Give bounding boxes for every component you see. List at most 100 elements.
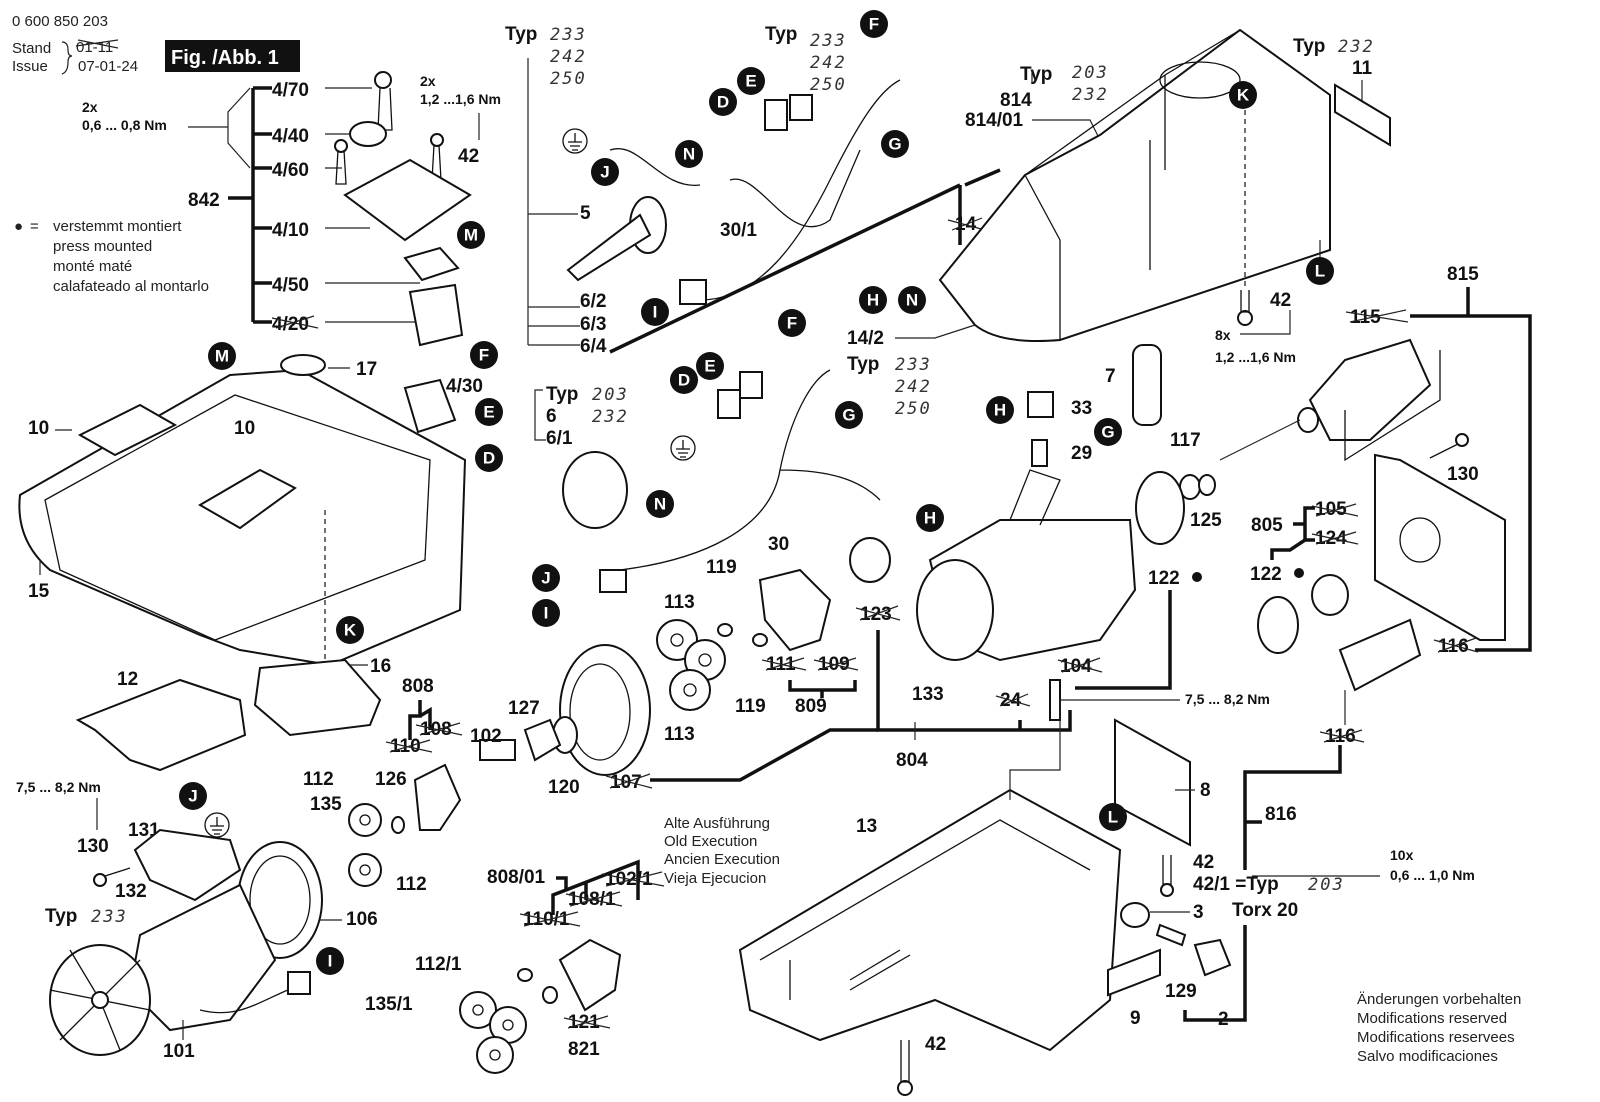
callout-M xyxy=(457,221,485,249)
callout-D xyxy=(475,444,503,472)
svg-text:5: 5 xyxy=(580,203,591,224)
svg-text:33: 33 xyxy=(1071,398,1092,419)
ring-126 xyxy=(391,816,405,834)
svg-text:=: = xyxy=(30,218,39,235)
callout-J xyxy=(532,564,560,592)
svg-text:K: K xyxy=(1237,86,1250,105)
svg-text:6/1: 6/1 xyxy=(546,428,573,449)
washer xyxy=(517,968,533,982)
svg-text:11: 11 xyxy=(1352,58,1373,79)
callout-F xyxy=(860,10,888,38)
label-10 xyxy=(198,468,297,530)
svg-text:120: 120 xyxy=(548,777,580,798)
modifications-line: Änderungen vorbehalten xyxy=(1357,991,1521,1008)
callout-G xyxy=(835,401,863,429)
callout-D xyxy=(670,366,698,394)
callout-F xyxy=(470,341,498,369)
svg-text:203: 203 xyxy=(1072,63,1109,83)
svg-text:G: G xyxy=(842,406,855,425)
pinion-102 xyxy=(479,739,516,761)
label-10 xyxy=(77,403,178,457)
old-execution-line: Alte Ausführung xyxy=(664,815,770,832)
svg-text:203: 203 xyxy=(592,385,629,405)
connector-I xyxy=(599,569,627,593)
screw-4-70 xyxy=(374,71,393,131)
callout-I xyxy=(532,599,560,627)
label-11 xyxy=(1334,83,1391,147)
bearing-plate-122 xyxy=(1257,596,1299,654)
washer-119 xyxy=(752,633,768,647)
svg-text:112: 112 xyxy=(303,769,334,790)
svg-text:130: 130 xyxy=(77,836,109,857)
callout-E xyxy=(696,352,724,380)
part-label-struck: 115 xyxy=(1350,307,1381,328)
callout-E xyxy=(737,67,765,95)
svg-text:D: D xyxy=(717,93,729,112)
callout-H xyxy=(986,396,1014,424)
svg-text:14/2: 14/2 xyxy=(847,328,884,349)
connector-I xyxy=(679,279,707,305)
callout-I xyxy=(316,947,344,975)
label-8 xyxy=(1114,718,1191,847)
callout-J xyxy=(179,782,207,810)
strain-relief-5 xyxy=(566,196,667,282)
svg-text:129: 129 xyxy=(1165,981,1197,1002)
legend-line: monté maté xyxy=(53,258,132,275)
svg-text:815: 815 xyxy=(1447,264,1479,285)
torque-qty: 8x xyxy=(1215,327,1231,343)
svg-text:242: 242 xyxy=(810,53,847,73)
callout-K xyxy=(336,616,364,644)
svg-text:6/2: 6/2 xyxy=(580,291,606,312)
torque-spec: 0,6 ... 0,8 Nm xyxy=(82,117,167,133)
svg-text:Typ: Typ xyxy=(1293,36,1325,57)
torque-spec: 1,2 ...1,6 Nm xyxy=(420,91,501,107)
capacitor-7 xyxy=(1132,344,1162,426)
svg-text:M: M xyxy=(464,226,478,245)
gear-112 xyxy=(348,853,382,887)
screw-42 xyxy=(1237,290,1253,326)
svg-text:F: F xyxy=(869,15,879,34)
screw-130 xyxy=(1429,433,1469,459)
issue-label: Issue xyxy=(12,58,48,75)
svg-text:9: 9 xyxy=(1130,1008,1141,1029)
callout-H xyxy=(916,504,944,532)
legend-line: calafateado al montarlo xyxy=(53,278,209,295)
strain-relief-6 xyxy=(562,451,628,529)
motor-housing-14 xyxy=(938,28,1331,342)
bearing-124 xyxy=(1311,574,1349,616)
gear-112-1 xyxy=(459,991,527,1074)
svg-text:J: J xyxy=(188,787,197,806)
earth-symbol-icon xyxy=(204,812,230,838)
svg-text:12: 12 xyxy=(117,669,138,690)
svg-text:804: 804 xyxy=(896,750,928,771)
svg-text:G: G xyxy=(1101,423,1114,442)
torque-qty: 2x xyxy=(420,73,436,89)
torque-spec: 7,5 ... 8,2 Nm xyxy=(16,779,101,795)
part-label: 4/40 xyxy=(272,126,309,147)
svg-text:112: 112 xyxy=(396,874,427,895)
svg-text:Typ: Typ xyxy=(765,24,797,45)
callout-G xyxy=(1094,418,1122,446)
svg-text:3: 3 xyxy=(1193,902,1204,923)
svg-text:135/1: 135/1 xyxy=(365,994,413,1015)
old-execution-line: Ancien Execution xyxy=(664,851,780,868)
screw-42 xyxy=(1160,855,1174,897)
svg-text:Typ: Typ xyxy=(505,24,537,45)
old-date-struck: 01-11 xyxy=(76,39,113,56)
switch-4-30 xyxy=(403,378,457,434)
svg-text:N: N xyxy=(683,145,695,164)
torque-qty: 2x xyxy=(82,99,98,115)
old-execution-line: Vieja Ejecucion xyxy=(664,870,766,887)
callout-D xyxy=(709,88,737,116)
svg-text:808/01: 808/01 xyxy=(487,867,546,888)
svg-text:E: E xyxy=(745,72,756,91)
svg-text:Typ: Typ xyxy=(1020,64,1052,85)
svg-text:H: H xyxy=(924,509,936,528)
planet-carrier-108-1 xyxy=(558,938,622,1012)
stand-label: Stand xyxy=(12,40,51,57)
svg-text:Typ: Typ xyxy=(546,384,578,405)
part-label: 4/30 xyxy=(446,376,483,397)
torque-spec: 1,2 ...1,6 Nm xyxy=(1215,349,1296,365)
planet-gear-113 xyxy=(656,619,726,711)
callout-L xyxy=(1306,257,1334,285)
